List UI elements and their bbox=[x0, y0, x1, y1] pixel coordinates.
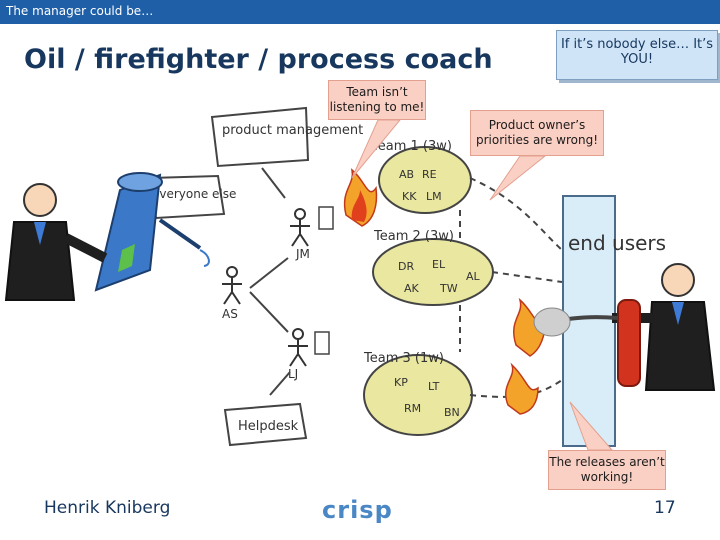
flow-arrow bbox=[491, 271, 563, 283]
everyone-else-label: everyone else bbox=[152, 187, 236, 201]
bubble-tail bbox=[489, 155, 547, 201]
fire-icon bbox=[343, 168, 378, 227]
as-figure-body bbox=[222, 277, 242, 305]
header-text: The manager could be… bbox=[6, 4, 154, 18]
jm-label: JM bbox=[295, 247, 310, 261]
lj-figure-body bbox=[288, 339, 308, 367]
team2-member: EL bbox=[432, 258, 446, 271]
flow-arrow bbox=[261, 167, 286, 199]
releases-complaint-bubble: The releases aren’t working! bbox=[548, 450, 666, 490]
team3-member: RM bbox=[404, 402, 421, 415]
backlog-icon bbox=[314, 331, 330, 355]
author-name: Henrik Kniberg bbox=[44, 498, 171, 518]
page-number: 17 bbox=[654, 498, 676, 518]
backlog-icon bbox=[318, 206, 334, 230]
team1-member: LM bbox=[426, 190, 442, 203]
as-label: AS bbox=[222, 307, 238, 321]
team2-member: AL bbox=[466, 270, 481, 283]
team-complaint-bubble: Team isn’t listening to me! bbox=[328, 80, 426, 120]
team3-member: BN bbox=[444, 406, 460, 419]
team1-blob bbox=[378, 146, 472, 214]
end-users-label: end users bbox=[568, 231, 666, 255]
flow-arrow bbox=[469, 177, 563, 251]
team1-member: KK bbox=[402, 190, 417, 203]
jm-figure-body bbox=[290, 219, 310, 247]
bubble-tail bbox=[351, 119, 402, 179]
team2-member: AK bbox=[404, 282, 420, 295]
manager-figure-left bbox=[4, 183, 108, 301]
lj-label: LJ bbox=[288, 367, 298, 381]
team1-member: AB bbox=[399, 168, 414, 181]
product-management-label: product management bbox=[222, 123, 363, 138]
jm-figure-head bbox=[294, 208, 306, 220]
as-figure-head bbox=[226, 266, 238, 278]
product-management-box bbox=[210, 106, 310, 168]
oil-can-icon bbox=[94, 172, 210, 292]
helpdesk-label: Helpdesk bbox=[238, 419, 299, 434]
team2-member: TW bbox=[439, 282, 458, 295]
product-owner-complaint-bubble: Product owner’s priorities are wrong! bbox=[470, 110, 604, 156]
flow-arrow bbox=[249, 257, 289, 333]
youre-it-note: If it’s nobody else… It’s YOU! bbox=[556, 30, 718, 80]
crisp-logo: crisp bbox=[322, 496, 393, 524]
helpdesk-box bbox=[223, 402, 308, 447]
flow-arrow bbox=[269, 371, 291, 396]
team2-member: DR bbox=[398, 260, 414, 273]
team1-member: RE bbox=[422, 168, 437, 181]
team3-label: Team 3 (1w) bbox=[363, 351, 444, 366]
lj-figure-head bbox=[292, 328, 304, 340]
team3-blob bbox=[363, 354, 473, 436]
team3-member: KP bbox=[394, 376, 408, 389]
team3-member: LT bbox=[428, 380, 440, 393]
slide-title: Oil / firefighter / process coach bbox=[24, 44, 493, 75]
header-bar: The manager could be… bbox=[0, 0, 720, 24]
fire-extinguisher-icon bbox=[533, 299, 641, 387]
team1-label: Team 1 (3w) bbox=[371, 139, 452, 154]
team2-label: Team 2 (3w) bbox=[373, 229, 454, 244]
